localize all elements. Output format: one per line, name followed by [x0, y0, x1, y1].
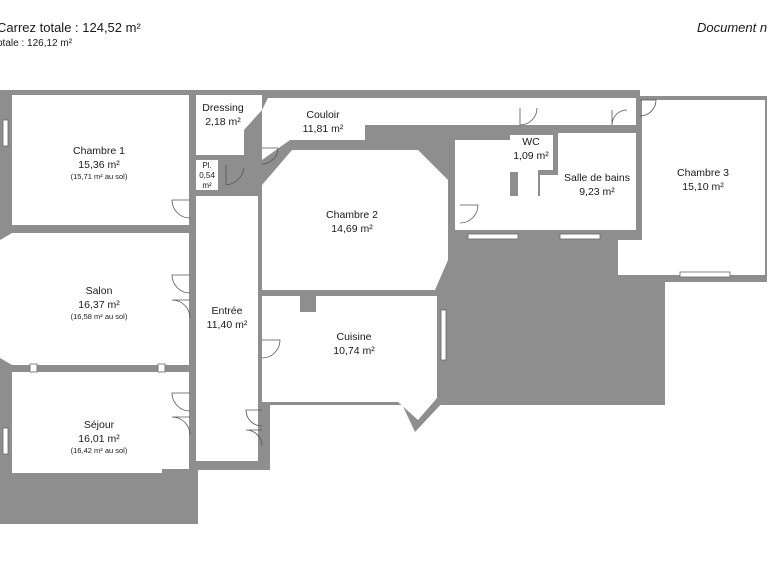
chambre-1-name: Chambre 1 [73, 145, 125, 157]
door-sejour-2 [171, 416, 191, 436]
room-salle-de-bains [460, 133, 636, 230]
room-chambre-3 [642, 100, 765, 275]
placard-unit: m² [202, 181, 212, 190]
room-chambre-2 [262, 150, 448, 290]
cuisine-area: 10,74 m² [333, 345, 375, 357]
chambre-1-area: 15,36 m² [78, 159, 120, 171]
window-chambre-3 [679, 271, 731, 278]
door-entree-2 [245, 429, 263, 447]
chambre-2-name: Chambre 2 [326, 209, 378, 221]
wc-area: 1,09 m² [513, 150, 549, 162]
pillar-salon-west [29, 363, 38, 373]
plan-header: Carrez totale : 124,52 m² otale : 126,12… [0, 0, 768, 60]
room-dressing-angle [244, 95, 262, 130]
door-wc [519, 107, 538, 126]
window-sejour [2, 427, 9, 455]
room-sejour-edge [12, 469, 162, 473]
couloir-name: Couloir [306, 109, 340, 121]
room-couloir [262, 98, 636, 160]
room-wc [510, 135, 553, 200]
door-salon-1 [171, 274, 191, 294]
sejour-name: Séjour [84, 419, 115, 431]
salle-de-bains-name: Salle de bains [564, 172, 630, 184]
door-chambre-3 [639, 99, 657, 117]
salon-floor-area: (16,58 m² au sol) [71, 312, 128, 321]
room-entry-edge [210, 471, 280, 475]
room-labels: Chambre 1 15,36 m² (15,71 m² au sol) Dre… [71, 102, 729, 455]
room-sejour [12, 372, 189, 469]
entree-name: Entrée [212, 305, 243, 317]
salon-name: Salon [86, 285, 113, 297]
dressing-area: 2,18 m² [205, 116, 241, 128]
cuisine-name: Cuisine [336, 331, 371, 343]
room-placard [196, 160, 218, 190]
sejour-floor-area: (16,42 m² au sol) [71, 446, 128, 455]
door-cuisine [261, 339, 281, 359]
window-cuisine [440, 309, 447, 361]
chambre-2-area: 14,69 m² [331, 223, 373, 235]
chambre-1-floor-area: (15,71 m² au sol) [71, 172, 128, 181]
door-couloir [261, 147, 279, 165]
door-sdb-hall [459, 204, 479, 224]
door-placard [225, 165, 245, 186]
pillar-salon-east [157, 363, 166, 373]
room-salon [12, 233, 189, 365]
sejour-area: 16,01 m² [78, 433, 120, 445]
door-salon-2 [171, 299, 191, 319]
entree-area: 11,40 m² [207, 319, 248, 331]
salle-de-bains-area: 9,23 m² [579, 186, 615, 198]
room-salon-bay [0, 233, 12, 365]
window-sdb-2 [559, 233, 601, 240]
door-entree-1 [245, 409, 263, 427]
door-chambre-1 [171, 199, 191, 219]
windows [2, 119, 731, 455]
couloir-area: 11,81 m² [303, 123, 344, 135]
doors [171, 99, 657, 447]
carrez-total-label: Carrez totale : 124,52 m² [0, 20, 141, 35]
chambre-3-area: 15,10 m² [682, 181, 724, 193]
chambre-3-name: Chambre 3 [677, 167, 729, 179]
room-chambre-3-alcove [618, 240, 648, 275]
room-dressing [196, 95, 244, 155]
salon-area: 16,37 m² [78, 299, 120, 311]
room-chambre-1 [12, 95, 189, 225]
window-sdb-1 [467, 233, 519, 240]
document-label: Document n [697, 20, 768, 35]
window-chambre-1 [2, 119, 9, 147]
room-cuisine [262, 296, 437, 420]
placard-area: 0,54 [199, 171, 215, 180]
door-sejour-1 [171, 392, 191, 412]
placard-name: Pl. [202, 161, 211, 170]
total-surface-label: otale : 126,12 m² [0, 38, 73, 49]
wc-name: WC [522, 136, 540, 148]
door-sdb [611, 109, 628, 126]
dressing-name: Dressing [202, 102, 244, 114]
